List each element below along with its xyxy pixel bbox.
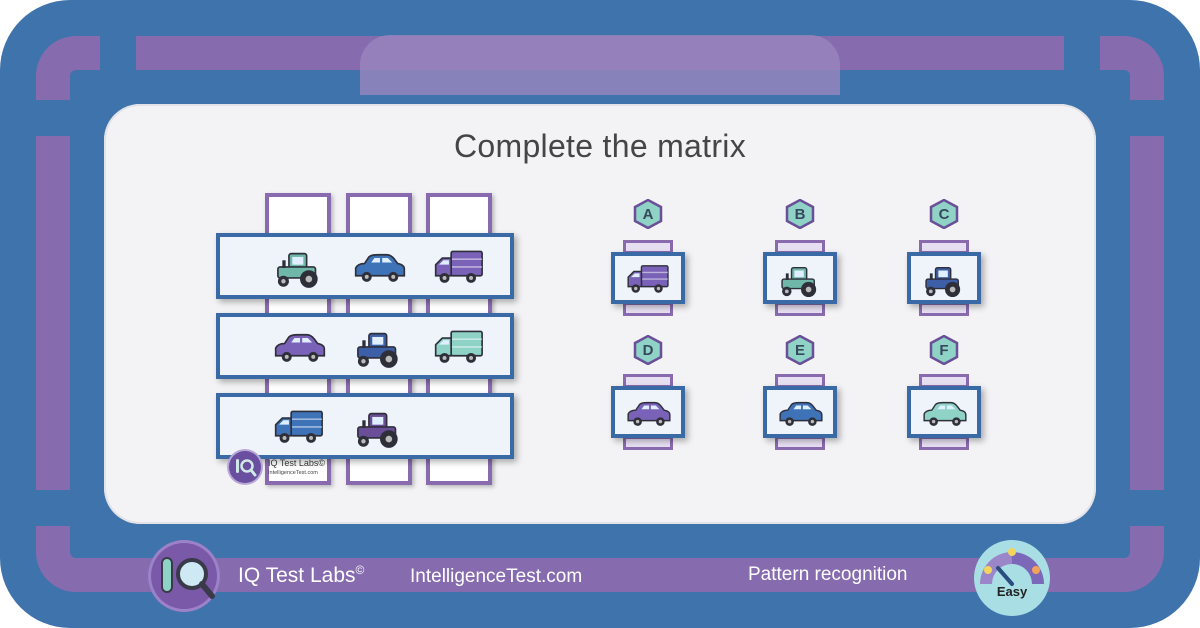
difficulty-gauge: Easy bbox=[974, 540, 1050, 616]
band-gap bbox=[1128, 490, 1164, 526]
matrix-cell bbox=[350, 407, 416, 448]
option-vehicle-icon bbox=[775, 396, 827, 430]
option-a-label: A bbox=[633, 198, 663, 230]
band-gap bbox=[36, 100, 72, 136]
matrix-cell bbox=[350, 247, 416, 287]
matrix-row-3 bbox=[216, 393, 514, 459]
truck-icon bbox=[434, 330, 483, 363]
footer-brand: IQ Test Labs© bbox=[238, 563, 365, 587]
matrix-cell bbox=[430, 247, 496, 287]
option-vehicle-icon bbox=[623, 262, 675, 296]
truck-icon bbox=[627, 265, 669, 293]
option-vehicle-icon bbox=[919, 262, 971, 298]
option-vehicle-icon bbox=[623, 396, 675, 430]
matrix-row-1 bbox=[216, 233, 514, 299]
tractor-icon bbox=[277, 252, 318, 288]
band-gap bbox=[36, 490, 72, 526]
difficulty-label: Easy bbox=[996, 584, 1028, 599]
top-glow bbox=[360, 35, 840, 95]
truck-icon bbox=[274, 410, 323, 443]
option-e-label: E bbox=[785, 334, 815, 366]
matrix-cell bbox=[270, 247, 336, 288]
option-a[interactable] bbox=[611, 240, 685, 324]
option-b-label: B bbox=[785, 198, 815, 230]
matrix-missing-cell bbox=[430, 407, 496, 447]
footer-site[interactable]: IntelligenceTest.com bbox=[410, 566, 583, 587]
car-icon bbox=[627, 401, 671, 426]
matrix-cell bbox=[430, 327, 496, 367]
option-c-label: C bbox=[929, 198, 959, 230]
band-gap bbox=[1128, 100, 1164, 136]
tractor-icon bbox=[357, 412, 398, 448]
option-b[interactable] bbox=[763, 240, 837, 324]
car-icon bbox=[274, 333, 326, 362]
watermark-site: IntelligenceTest.com bbox=[268, 470, 318, 476]
iq-test-labs-logo-icon bbox=[148, 540, 220, 612]
band-gap bbox=[1064, 36, 1100, 72]
footer-category: Pattern recognition bbox=[748, 564, 908, 585]
option-d[interactable] bbox=[611, 374, 685, 458]
matrix-cell bbox=[350, 327, 416, 368]
matrix-row-2 bbox=[216, 313, 514, 379]
tractor-icon bbox=[781, 266, 817, 298]
truck-icon bbox=[434, 250, 483, 283]
option-d-label: D bbox=[633, 334, 663, 366]
car-icon bbox=[779, 401, 823, 426]
option-f[interactable] bbox=[907, 374, 981, 458]
tractor-icon bbox=[925, 266, 961, 298]
option-c[interactable] bbox=[907, 240, 981, 324]
iq-logo-icon bbox=[229, 451, 261, 483]
option-f-label: F bbox=[929, 334, 959, 366]
watermark-text: IQ Test Labs© IntelligenceTest.com bbox=[268, 458, 325, 478]
band-gap bbox=[100, 36, 136, 72]
option-vehicle-icon bbox=[775, 262, 827, 298]
car-icon bbox=[923, 401, 967, 426]
option-e[interactable] bbox=[763, 374, 837, 458]
option-vehicle-icon bbox=[919, 396, 971, 430]
matrix-cell bbox=[270, 407, 336, 447]
car-icon bbox=[354, 253, 406, 282]
tractor-icon bbox=[357, 332, 398, 368]
page-title: Complete the matrix bbox=[453, 128, 747, 164]
watermark-brand: IQ Test Labs© bbox=[268, 458, 325, 468]
matrix-cell bbox=[270, 327, 336, 367]
